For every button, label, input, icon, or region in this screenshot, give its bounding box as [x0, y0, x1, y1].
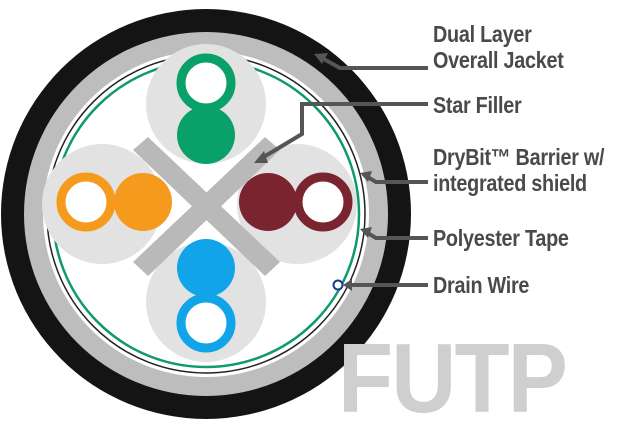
drain-wire-arrowhead	[343, 279, 352, 291]
orange-striped-conductor	[56, 172, 116, 232]
green-solid-conductor	[177, 106, 235, 164]
polyester-tape-label-text: Polyester Tape	[433, 225, 569, 251]
orange-solid-conductor	[114, 173, 172, 231]
polyester-tape-label: Polyester Tape	[433, 225, 569, 251]
barrier-label-line2: integrated shield	[433, 170, 587, 196]
star-filler-leader	[260, 102, 428, 160]
orange-pair	[56, 172, 172, 232]
star-filler	[133, 137, 280, 276]
barrier-arrowhead	[360, 171, 372, 182]
barrier-label: DryBit™ Barrier w/ integrated shield	[433, 144, 604, 196]
star-filler-arrowhead	[254, 151, 268, 163]
drain-wire-label: Drain Wire	[433, 272, 529, 298]
brown-striped-conductor	[293, 172, 353, 232]
blue-striped-conductor	[176, 293, 236, 353]
star-filler-label: Star Filler	[433, 92, 522, 118]
green-pair	[176, 53, 236, 164]
blue-solid-conductor	[177, 239, 235, 297]
polyester-tape-arrowhead	[360, 227, 372, 238]
barrier-label-line1: DryBit™ Barrier w/	[433, 144, 605, 170]
brown-pair	[239, 172, 353, 232]
jacket-leader	[321, 56, 428, 70]
drain-wire-label-text: Drain Wire	[433, 272, 530, 298]
star-filler-label-text: Star Filler	[433, 92, 522, 118]
jacket-label-line2: Overall Jacket	[433, 47, 564, 73]
jacket-label: Dual Layer Overall Jacket	[433, 21, 564, 73]
brown-solid-conductor	[239, 173, 297, 231]
jacket-arrowhead	[314, 53, 328, 64]
futp-watermark: FUTP	[338, 323, 568, 433]
drain-wire	[332, 279, 344, 291]
jacket-label-line1: Dual Layer	[433, 21, 532, 47]
leader-arrowheads	[254, 53, 372, 291]
green-striped-conductor	[176, 53, 236, 113]
blue-pair	[176, 239, 236, 353]
